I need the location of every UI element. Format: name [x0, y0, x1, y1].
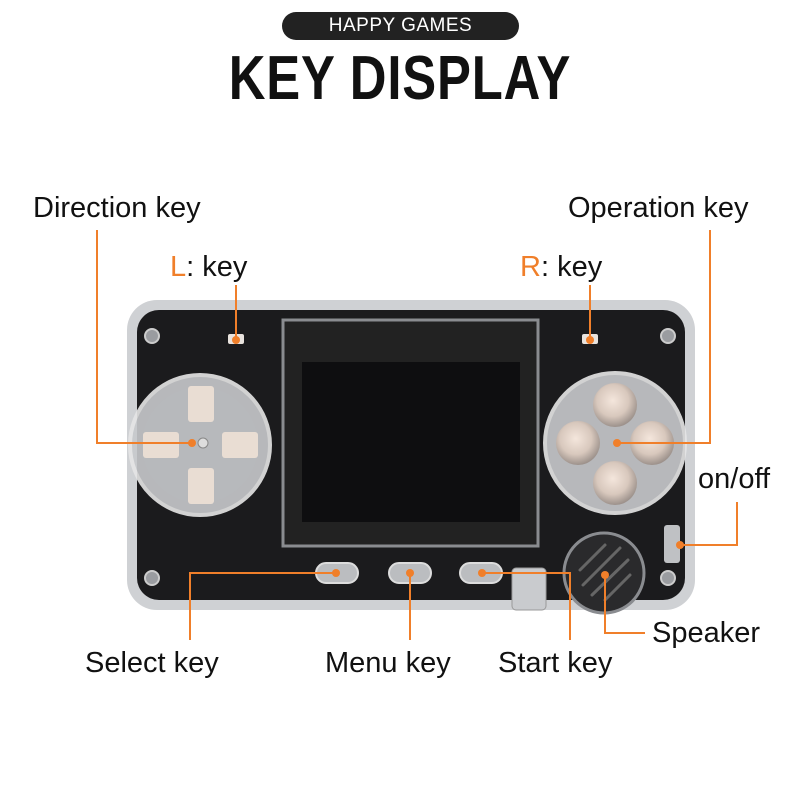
speaker-label: Speaker [652, 617, 761, 649]
direction-pad[interactable] [128, 373, 272, 517]
select-key-label: Select key [85, 647, 219, 679]
r-letter: R [520, 251, 541, 283]
direction-key-label: Direction key [33, 192, 201, 224]
usb-c-port [511, 567, 547, 611]
l-letter: L [170, 251, 187, 283]
r-key-label: R: key [520, 250, 602, 284]
brand-badge: HAPPY GAMES [282, 12, 519, 40]
leader-dots [188, 336, 684, 579]
leader-lines [96, 230, 738, 640]
menu-key-label: Menu key [325, 647, 451, 679]
on-off-label: on/off [698, 463, 771, 495]
page-title: KEY DISPLAY [228, 44, 572, 113]
l-key-label: L: key [170, 250, 247, 284]
r-key-suffix: : key [540, 251, 603, 283]
screws [144, 328, 676, 586]
power-switch[interactable] [664, 525, 680, 563]
start-key-label: Start key [498, 647, 613, 679]
screen [302, 362, 520, 522]
l-key-suffix: : key [186, 251, 248, 283]
operation-key-label: Operation key [568, 192, 749, 224]
